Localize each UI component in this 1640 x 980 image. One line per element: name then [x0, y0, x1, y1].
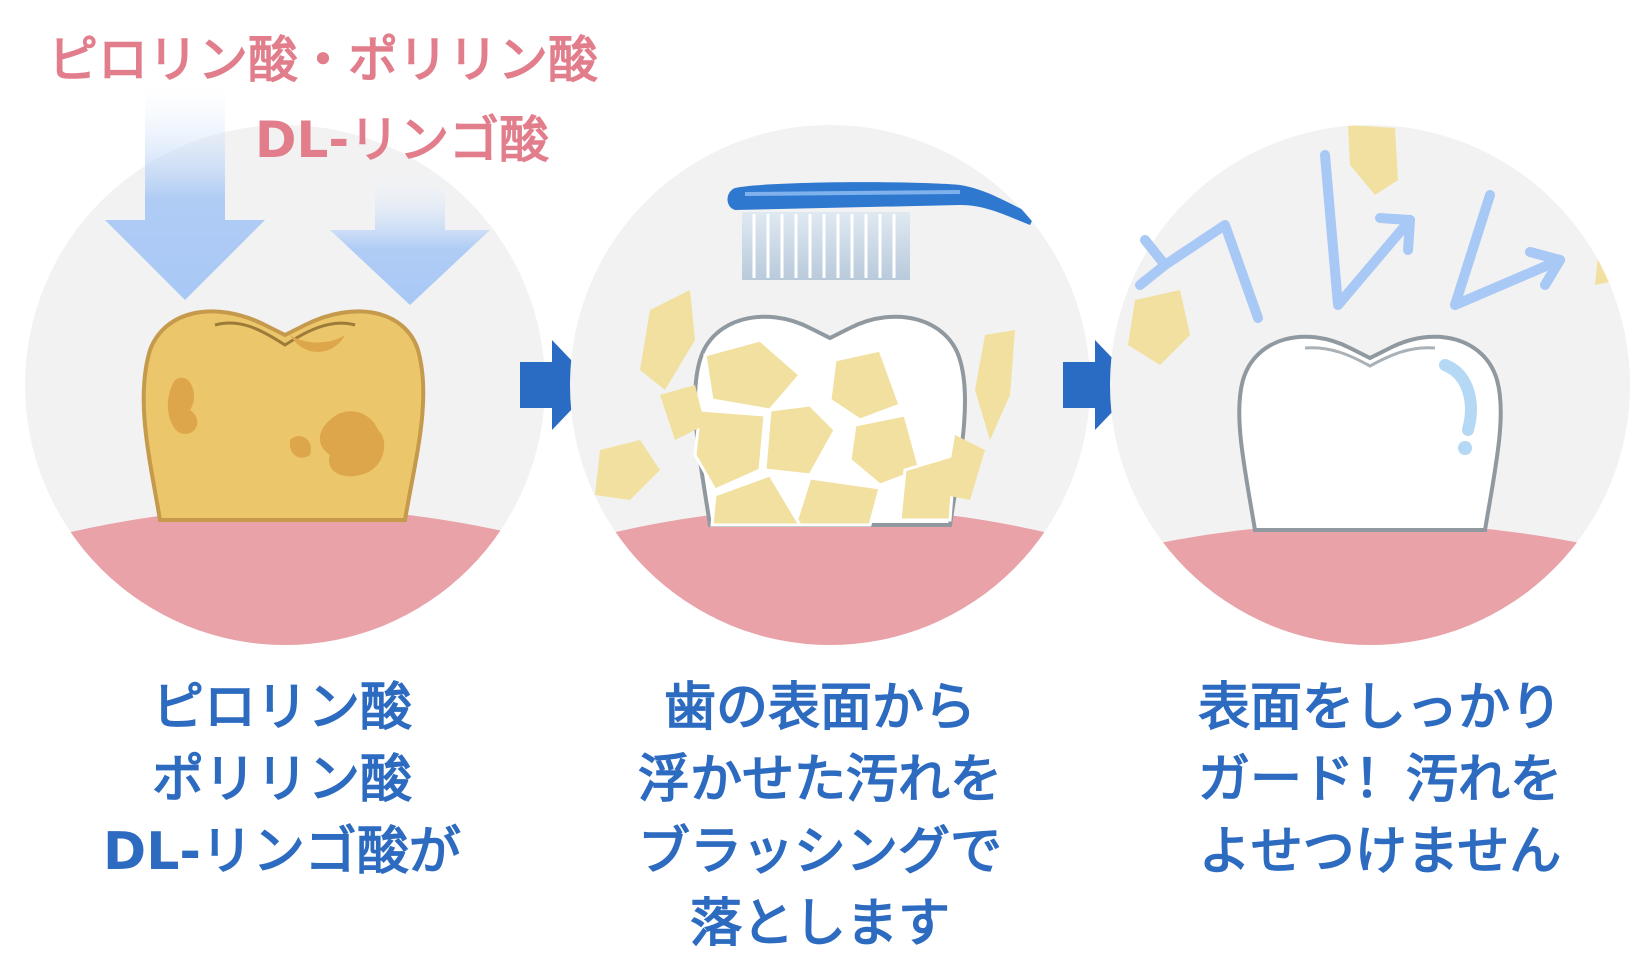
step-1-caption: ピロリン酸 ポリリン酸 DL-リンゴ酸が [62, 672, 502, 888]
caption-line: DL-リンゴ酸が [103, 822, 461, 882]
repel-arrow-left [1160, 220, 1263, 323]
caption-line: よせつけません [1198, 822, 1562, 882]
caption-line: ピロリン酸 [151, 678, 412, 738]
step-arrow-2 [1063, 340, 1138, 430]
step-arrow-1 [520, 340, 595, 430]
repel-arrow-middle [1320, 150, 1415, 310]
gum [25, 507, 545, 645]
repelled-flake [1348, 125, 1398, 195]
acid-arrow-right [330, 165, 490, 305]
bristle-lines [752, 214, 896, 278]
shine-highlight [1439, 359, 1477, 436]
caption-line: ガード！汚れを [1197, 750, 1562, 810]
tooth-crease [1304, 346, 1436, 368]
panel-protected-tooth [1110, 125, 1630, 645]
caption-line: 浮かせた汚れを [637, 750, 1002, 810]
repel-arrows [1135, 150, 1565, 323]
repel-arrow-left-head [1135, 235, 1170, 290]
acid-label-line-1: ピロリン酸・ポリリン酸 [48, 31, 598, 89]
step-3-caption: 表面をしっかり ガード！汚れを よせつけません [1160, 672, 1600, 888]
panel-brushing [570, 125, 1090, 645]
gum [1110, 522, 1630, 645]
stain-patch [290, 335, 345, 352]
repelled-flake [1595, 235, 1625, 285]
caption-line: 表面をしっかり [1197, 678, 1562, 738]
stain-patch [319, 411, 385, 477]
stain-patch [167, 377, 198, 434]
step-2-caption: 歯の表面から 浮かせた汚れを ブラッシングで 落とします [600, 672, 1040, 960]
repel-arrow-right-head [1525, 247, 1565, 290]
stain-patch [289, 435, 311, 458]
acid-label-line-2: DL-リンゴ酸 [255, 111, 550, 169]
caption-line: 歯の表面から [663, 678, 976, 738]
gum [570, 507, 1090, 645]
stain-flakes [693, 338, 957, 527]
shine-dot [1458, 441, 1472, 455]
caption-line: ブラッシングで [637, 822, 1002, 882]
floating-flakes [595, 290, 1015, 500]
caption-line: ポリリン酸 [151, 750, 412, 810]
repel-arrow-middle-head [1375, 213, 1415, 255]
repel-arrow-right [1450, 190, 1565, 310]
tooth-crease [214, 321, 356, 347]
toothbrush-highlight [744, 190, 961, 196]
toothbrush-bristles [742, 212, 910, 280]
acid-arrow-left [105, 75, 265, 300]
caption-line: 落とします [689, 894, 950, 954]
white-tooth [1237, 334, 1503, 532]
repelled-flake [1128, 290, 1190, 365]
